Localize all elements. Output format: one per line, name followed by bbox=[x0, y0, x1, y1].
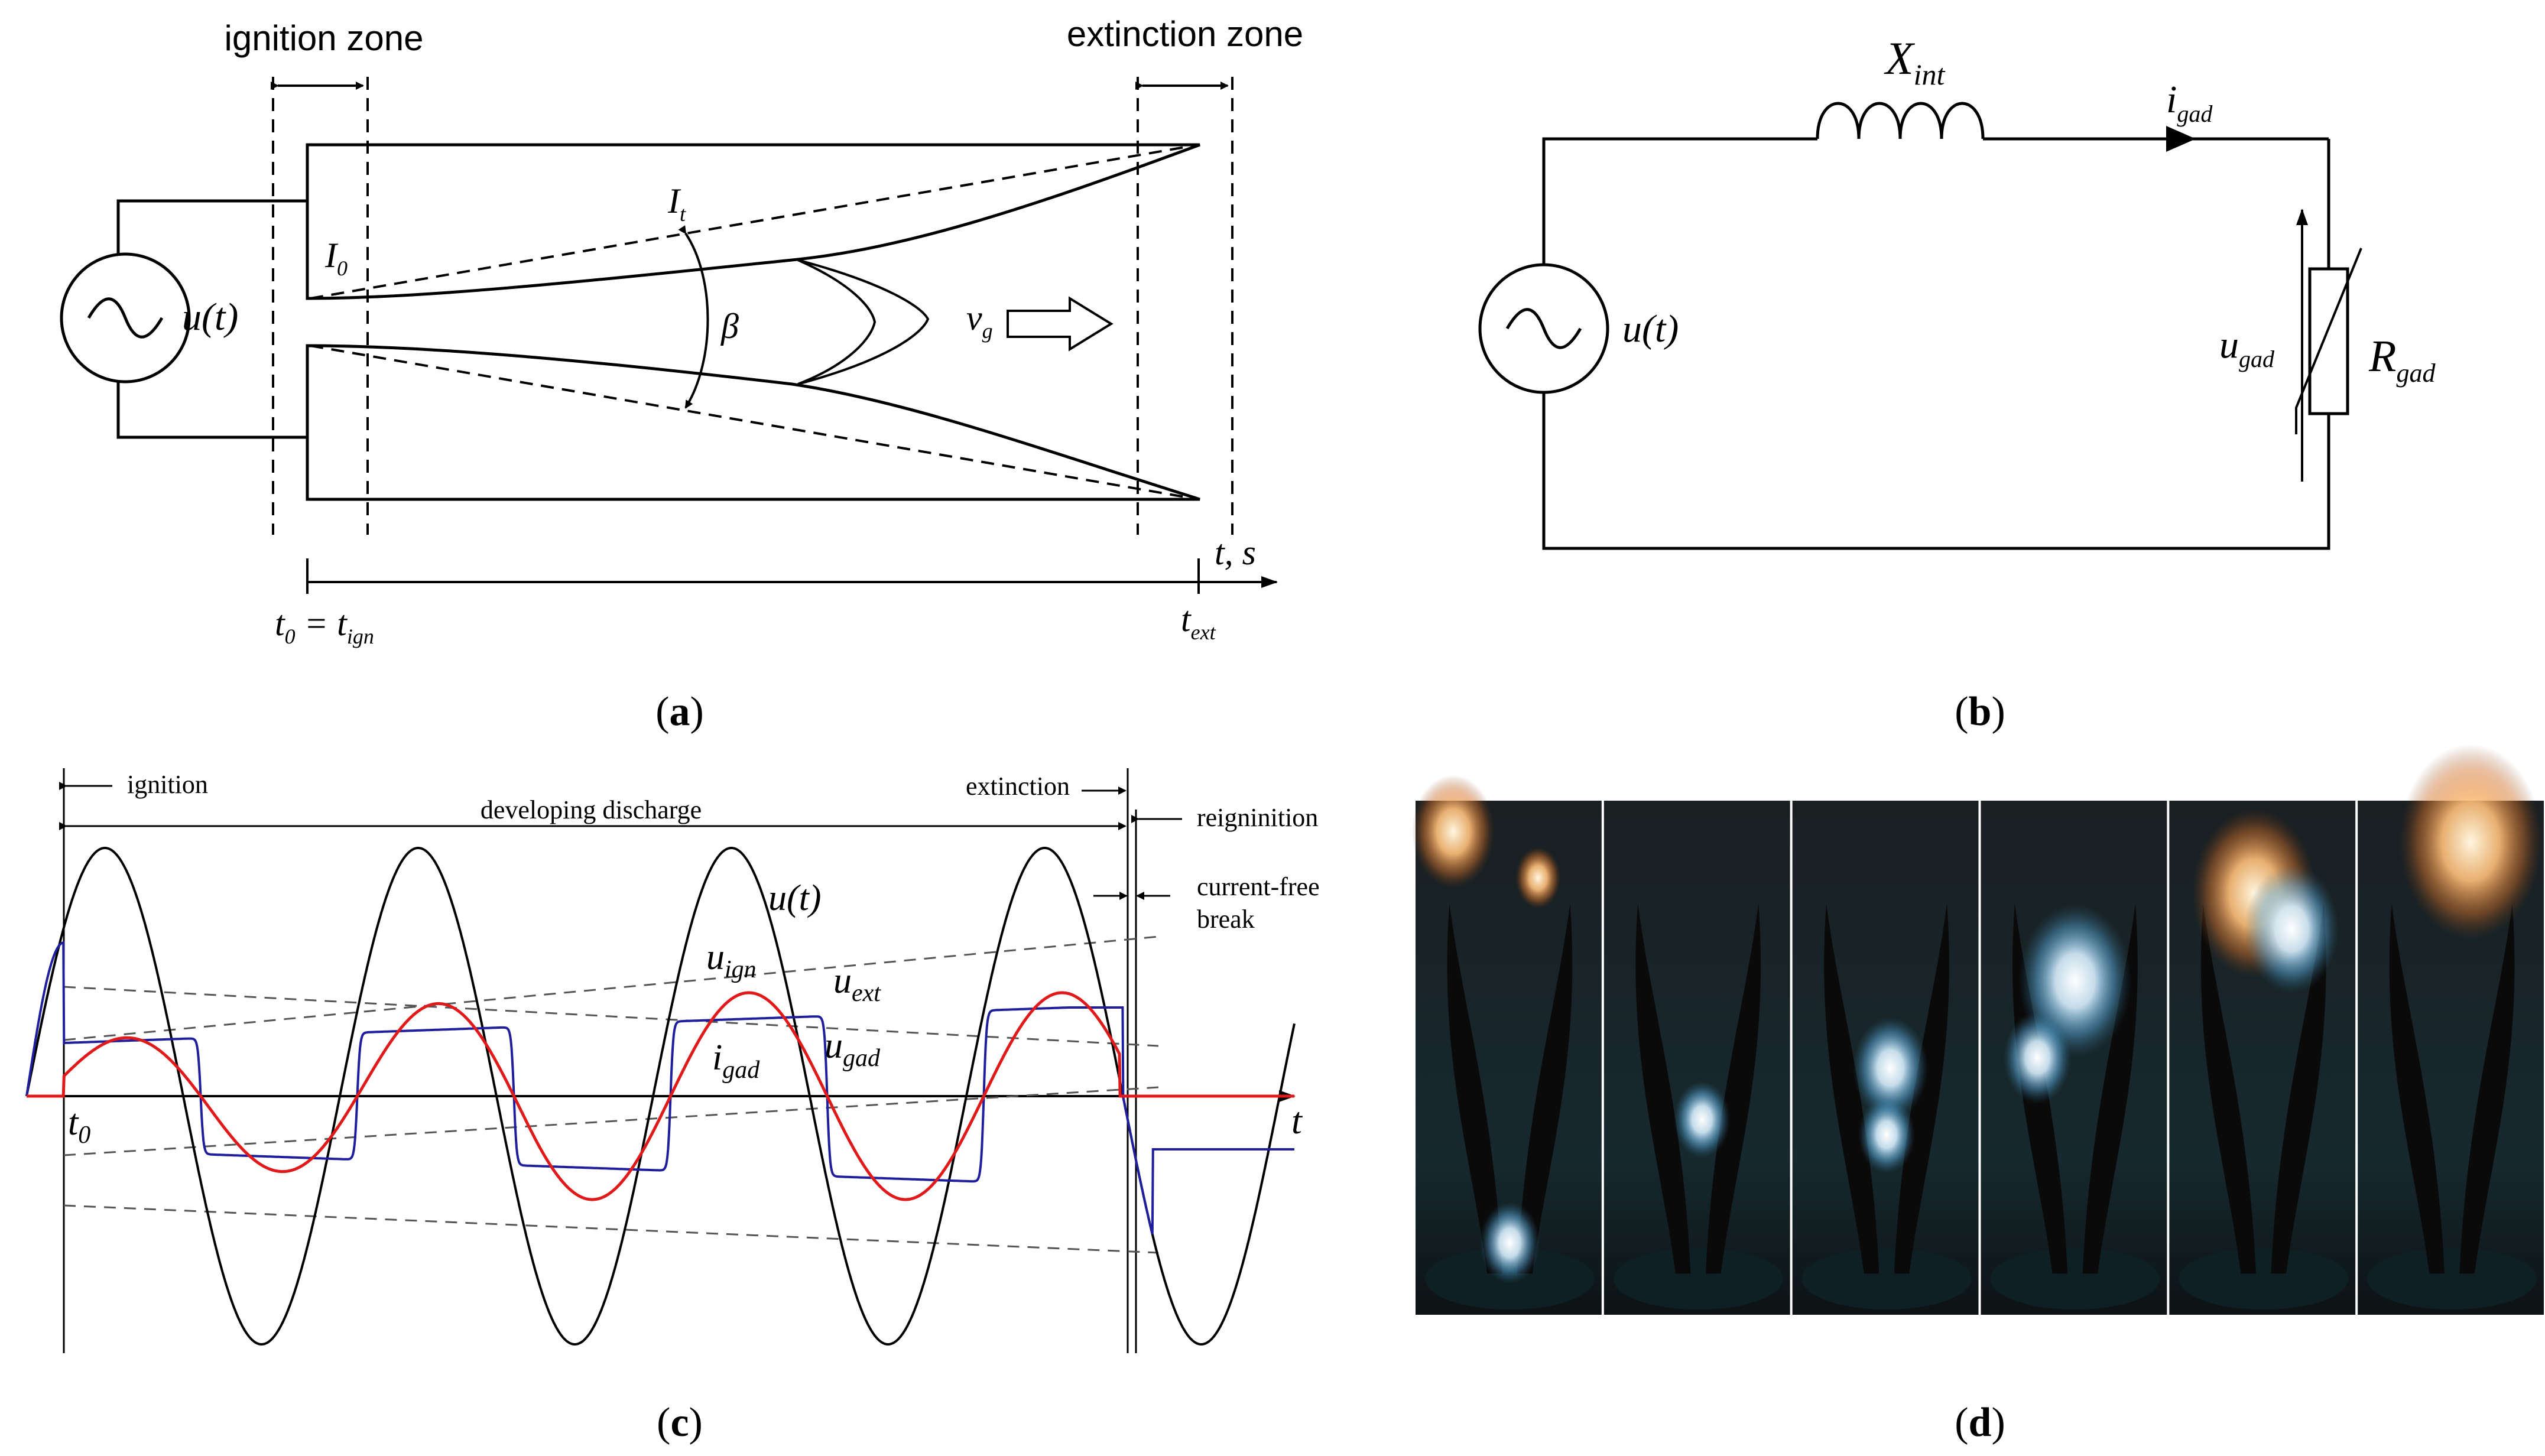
caption-c: (c) bbox=[657, 1400, 703, 1445]
text-label: text bbox=[1181, 600, 1216, 644]
extinction-label: extinction bbox=[966, 772, 1070, 801]
break-label: break bbox=[1197, 905, 1255, 934]
caption-b: (b) bbox=[1955, 689, 2005, 734]
panel-b: u(t) Xint igad ugad Rgad (b) bbox=[1478, 32, 2436, 734]
beta-label: β bbox=[720, 307, 739, 346]
source-label: u(t) bbox=[182, 295, 238, 339]
velocity-arrow-icon bbox=[1007, 296, 1114, 352]
t0-label: t0 bbox=[68, 1103, 90, 1149]
electrode-right bbox=[1517, 904, 1573, 1274]
lower-electrode bbox=[306, 344, 1200, 501]
i-gad-curve bbox=[27, 991, 1294, 1201]
arc-glow bbox=[1479, 1201, 1540, 1284]
arc-inner bbox=[797, 259, 877, 385]
u-t-curve bbox=[25, 847, 1296, 1346]
current-free-label: current-free bbox=[1197, 872, 1320, 901]
ignition-label: ignition bbox=[127, 770, 208, 799]
axis-label-ts: t, s bbox=[1215, 533, 1256, 572]
arc-glow bbox=[2244, 864, 2339, 994]
developing-discharge-label: developing discharge bbox=[481, 795, 702, 824]
electrode-left bbox=[2389, 904, 2445, 1274]
source-label: u(t) bbox=[1622, 307, 1679, 350]
caption-d: (d) bbox=[1955, 1400, 2005, 1445]
X-int-label: Xint bbox=[1884, 32, 1946, 91]
arc-glow bbox=[2399, 744, 2543, 940]
t-axis-label: t bbox=[1291, 1100, 1303, 1142]
photo-frame bbox=[1603, 801, 1790, 1315]
vg-label: vg bbox=[966, 298, 993, 343]
electrode-right bbox=[2271, 904, 2326, 1274]
electrode-right bbox=[1706, 904, 1761, 1274]
i-gad-label: igad bbox=[712, 1038, 760, 1084]
arc-glow bbox=[1673, 1081, 1731, 1158]
varistor-icon bbox=[2308, 267, 2349, 415]
u-gad-label: ugad bbox=[2219, 323, 2275, 372]
arc-glow bbox=[1515, 847, 1561, 909]
It-label: It bbox=[667, 181, 686, 226]
u-t-label: u(t) bbox=[768, 878, 822, 918]
electrode-left bbox=[2200, 904, 2256, 1274]
inductor-icon bbox=[1816, 102, 1985, 139]
electrode-left bbox=[1635, 904, 1691, 1274]
photo-frame bbox=[2358, 744, 2544, 1315]
photo-frame bbox=[1981, 801, 2167, 1315]
reigninition-label: reigninition bbox=[1197, 803, 1318, 832]
arc-glow bbox=[2003, 1011, 2072, 1104]
extinction-zone-label: extinction zone bbox=[1067, 14, 1303, 54]
caption-a: (a) bbox=[655, 689, 704, 734]
electrode-left bbox=[1824, 904, 1879, 1274]
panel-a: u(t) ignition zone extinction zone β It … bbox=[60, 14, 1303, 734]
arc-glow bbox=[1852, 1016, 1929, 1120]
u-ext-label: uext bbox=[833, 961, 881, 1007]
u-ign-label: uign bbox=[706, 937, 757, 983]
t0-label: t0 = tign bbox=[275, 604, 374, 648]
arc-outer bbox=[797, 259, 930, 385]
i-gad-label: igad bbox=[2166, 78, 2213, 127]
panel-c: ignition developing discharge extinction… bbox=[25, 768, 1320, 1445]
I0-label: I0 bbox=[324, 236, 348, 280]
panel-d: (d) bbox=[1411, 744, 2544, 1445]
ignition-zone-label: ignition zone bbox=[225, 18, 424, 58]
upper-electrode bbox=[306, 143, 1200, 300]
u-gad-label: ugad bbox=[824, 1026, 881, 1072]
current-arrow-icon bbox=[2166, 126, 2196, 152]
electrode-left bbox=[1447, 904, 1502, 1274]
R-gad-label: Rgad bbox=[2368, 332, 2436, 388]
photo-frame bbox=[1411, 775, 1602, 1315]
u-gad-curve bbox=[25, 941, 1294, 1235]
photo-frame bbox=[2169, 801, 2356, 1315]
photo-frame bbox=[1792, 801, 1979, 1315]
ac-source-icon bbox=[60, 252, 191, 384]
electrode-right bbox=[2459, 904, 2515, 1274]
arc-glow bbox=[1858, 1096, 1915, 1174]
arc-glow bbox=[1411, 775, 1495, 888]
